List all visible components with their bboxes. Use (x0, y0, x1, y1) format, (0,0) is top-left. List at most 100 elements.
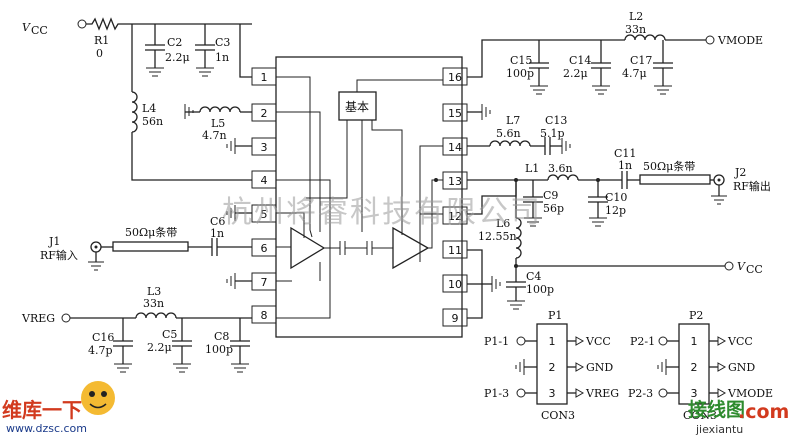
connector-p2: P2 1 2 3 CON3 P2-1 P2-3 VCC GND VMODE (628, 309, 773, 422)
logo-right-text: 接线图 (688, 398, 745, 421)
c5-ref: C5 (162, 328, 177, 341)
p2-part: CON3 (683, 409, 717, 422)
pin-16-label: 16 (448, 71, 462, 84)
j2-label: RF输出 (733, 179, 771, 193)
capacitor-c5: C5 2.2μ (147, 318, 192, 373)
capacitor-c16: C16 4.7p (88, 318, 133, 373)
p2-pin2: 2 (691, 361, 698, 374)
capacitor-c4: C4 100p (506, 266, 554, 310)
inductor-l5: L5 4.7n (184, 104, 252, 142)
l2-ref: L2 (629, 10, 643, 23)
vreg-label: VREG (21, 312, 55, 325)
pin-3-label: 3 (261, 141, 268, 154)
pin-5-label: 5 (261, 208, 268, 221)
c2-value: 2.2μ (165, 51, 190, 64)
capacitor-c6: C6 1n (210, 215, 252, 256)
c14-value: 2.2μ (563, 67, 588, 80)
amp-stage-1 (290, 226, 326, 270)
watermark-logo-right: 接线图 .com jiexiantu (688, 398, 789, 436)
l4-ref: L4 (142, 102, 156, 115)
capacitor-c15: C15 100p (506, 40, 549, 95)
c4-value: 100p (526, 283, 554, 296)
l6-ref: L6 (496, 217, 510, 230)
p1-pin3: 3 (549, 387, 556, 400)
inductor-l7: L7 5.6n (467, 114, 545, 147)
vreg-supply: VREG L3 33n (21, 285, 252, 325)
p1-3-label: P1-3 (484, 387, 509, 400)
vcc-top-label: V (22, 21, 31, 34)
pin-10-label: 10 (448, 278, 462, 291)
microstrip-out: 50Ωμ条带 (639, 159, 714, 185)
c13-ref: C13 (545, 114, 567, 127)
pin-14-label: 14 (448, 141, 462, 154)
l3-value: 33n (143, 297, 164, 310)
ground-pin3 (226, 138, 252, 154)
c6-value: 1n (210, 227, 224, 240)
c10-ref: C10 (605, 191, 627, 204)
pin-13-label: 13 (448, 175, 462, 188)
p1-1-label: P1-1 (484, 335, 509, 348)
c2-ref: C2 (167, 36, 182, 49)
pin-2-label: 2 (261, 107, 268, 120)
watermark-logo-left: 维库一下 www.dzsc.com (2, 381, 115, 435)
p2-3-label: P2-3 (628, 387, 653, 400)
pin-8-label: 8 (261, 309, 268, 322)
c3-value: 1n (215, 51, 229, 64)
c3-ref: C3 (215, 36, 230, 49)
l5-value: 4.7n (202, 129, 227, 142)
p1-net-vreg: VREG (585, 387, 619, 400)
c5-value: 2.2μ (147, 341, 172, 354)
c11-ref: C11 (614, 147, 636, 160)
c8-ref: C8 (214, 330, 229, 343)
c9-value: 56p (543, 202, 564, 215)
watermark-center: 杭州将睿科技有限公司 (222, 195, 542, 230)
l3-ref: L3 (147, 285, 161, 298)
j1-ref: J1 (48, 235, 60, 248)
c4-ref: C4 (526, 270, 541, 283)
c14-ref: C14 (569, 54, 591, 67)
vmode-supply: VMODE L2 33n (467, 10, 763, 78)
resistor-r1: R1 0 (94, 34, 109, 60)
p2-net-gnd: GND (728, 361, 755, 374)
c16-value: 4.7p (88, 344, 113, 357)
rf-output-path: L1 3.6n (434, 162, 622, 182)
c6-ref: C6 (210, 215, 225, 228)
p2-pin3: 3 (691, 387, 698, 400)
l7-ref: L7 (506, 114, 520, 127)
capacitor-c10: C10 12p (588, 180, 627, 227)
microstrip-in: 50Ωμ条带 (101, 225, 212, 252)
l1-value: 3.6n (548, 162, 573, 175)
r1-value: 0 (96, 47, 103, 60)
c15-value: 100p (506, 67, 534, 80)
p1-net-gnd: GND (586, 361, 613, 374)
capacitor-c17: C17 4.7μ (622, 40, 673, 95)
j2-ref: J2 (734, 166, 746, 179)
connector-p1: P1 1 2 3 CON3 P1-1 P1-3 VCC GND VREG (484, 309, 619, 422)
p2-net-vmode: VMODE (727, 387, 773, 400)
capacitor-c2: C2 2.2μ (145, 24, 190, 77)
r1-ref: R1 (94, 34, 109, 47)
capacitor-c14: C14 2.2μ (563, 40, 611, 95)
p2-pin1: 1 (691, 335, 698, 348)
capacitor-c11: C11 1n (614, 147, 640, 189)
strip-in-label: 50Ωμ条带 (125, 225, 177, 239)
c16-ref: C16 (92, 331, 114, 344)
strip-out-label: 50Ωμ条带 (643, 159, 695, 173)
logo-right-tail: .com (738, 401, 789, 423)
c9-ref: C9 (543, 189, 558, 202)
c17-value: 4.7μ (622, 67, 647, 80)
wire-pin1 (239, 24, 252, 78)
p1-net-vcc: VCC (585, 335, 611, 348)
pin-9-label: 9 (452, 312, 459, 325)
l5-ref: L5 (211, 117, 225, 130)
ground-pins-9-11 (467, 249, 501, 319)
p1-pin1: 1 (549, 335, 556, 348)
capacitor-c3: C3 1n (195, 24, 230, 77)
logo-right-url: jiexiantu (695, 423, 743, 436)
l4-value: 56n (142, 115, 163, 128)
capacitor-c9: C9 56p (523, 180, 564, 227)
c8-value: 100p (205, 343, 233, 356)
ground-pin7 (226, 273, 252, 289)
vcc-right-sub: CC (746, 263, 763, 276)
